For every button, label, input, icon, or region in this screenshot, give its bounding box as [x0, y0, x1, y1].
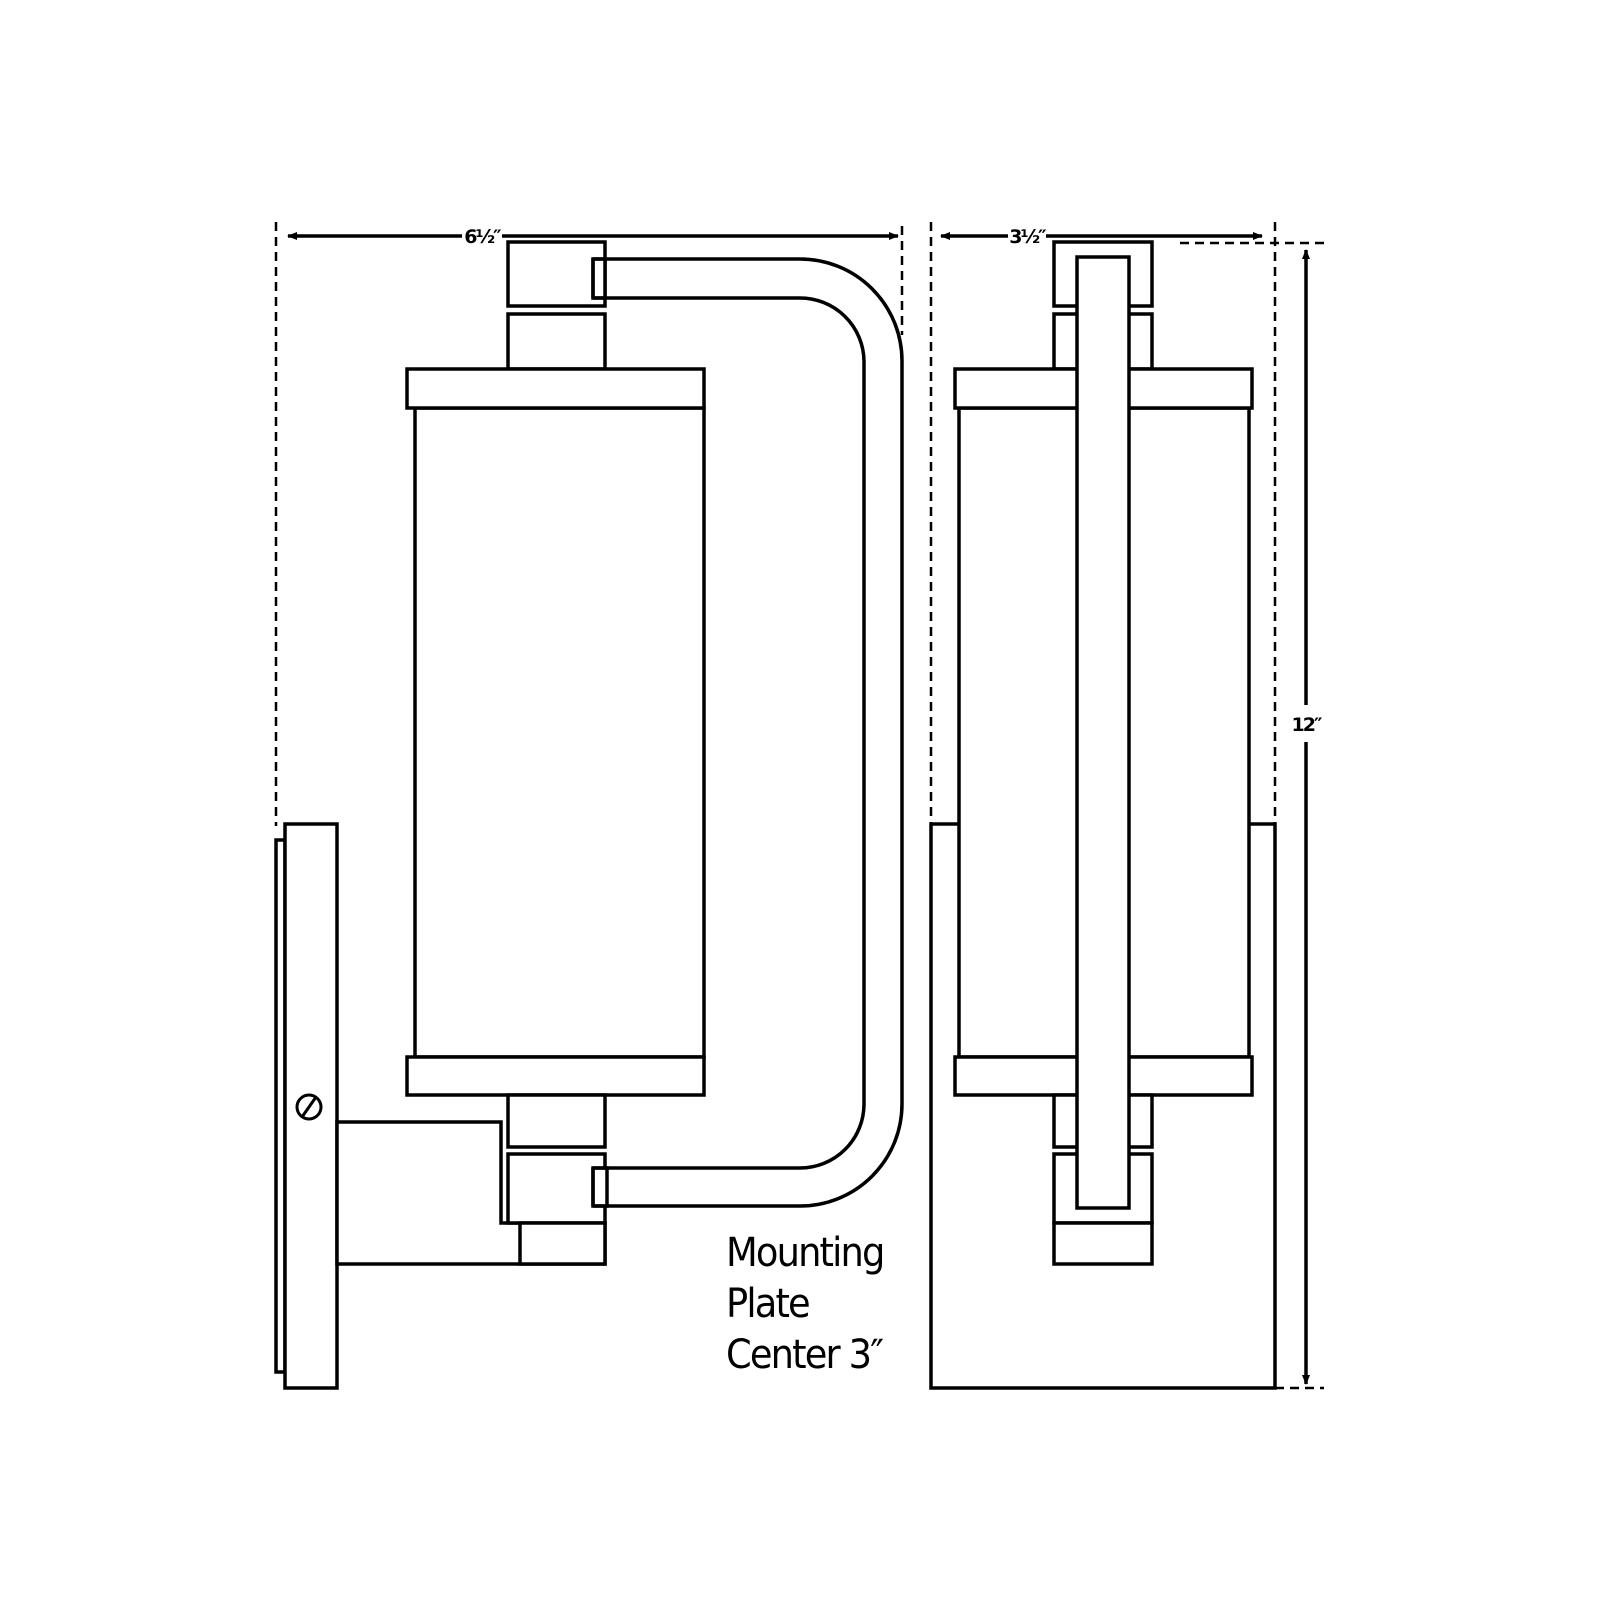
glass-shade	[413, 406, 706, 1059]
side-width-label: 6½″	[464, 226, 502, 248]
bottom-cap-middle	[506, 1152, 607, 1225]
dimension-height: 12″	[1292, 249, 1325, 1385]
bottom-flange	[405, 1055, 706, 1097]
note-line-2: Plate	[726, 1281, 811, 1327]
bottom-cap-upper	[506, 1093, 607, 1149]
top-flange	[405, 367, 706, 410]
dimension-guides	[274, 222, 1324, 1390]
front-bottom-cap-lower	[1052, 1221, 1154, 1266]
mounting-plate-note: Mounting Plate Center 3″	[726, 1228, 885, 1381]
side-view	[274, 240, 904, 1390]
top-cap-lower	[506, 312, 607, 371]
front-width-label: 3½″	[1009, 226, 1047, 248]
front-view	[929, 240, 1277, 1390]
note-line-3: Center 3″	[726, 1332, 884, 1378]
height-label: 12″	[1292, 714, 1323, 736]
bracket-arm	[591, 257, 904, 1208]
dimension-front-width: 3½″	[940, 226, 1263, 248]
bottom-cap-lower	[518, 1221, 607, 1266]
top-cap-upper	[506, 240, 607, 308]
dimension-side-width: 6½″	[287, 226, 899, 248]
screw-slot-icon	[295, 1093, 323, 1121]
front-bracket-bar	[1075, 255, 1131, 1210]
note-line-1: Mounting	[726, 1230, 885, 1276]
